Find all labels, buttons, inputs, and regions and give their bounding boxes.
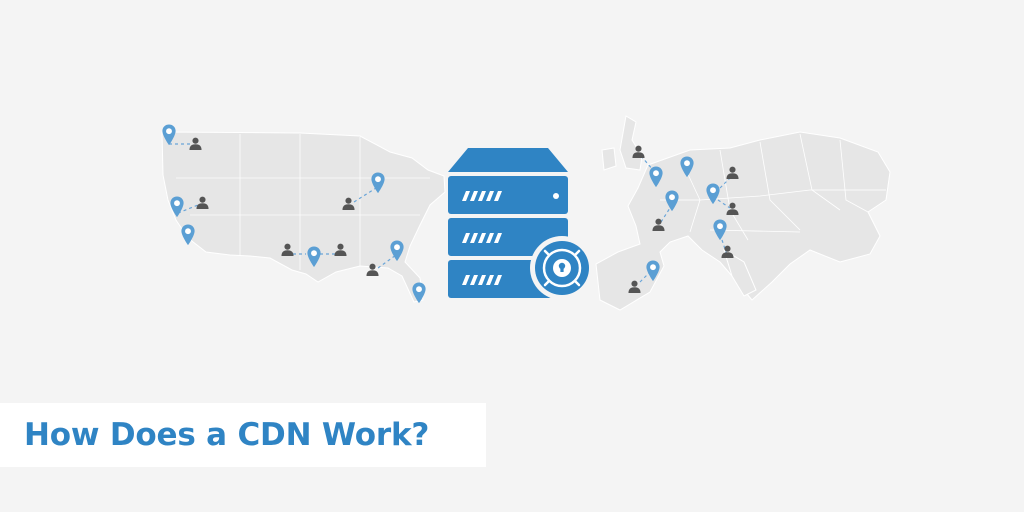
usa-map xyxy=(161,131,446,303)
europe-map xyxy=(595,115,891,311)
title-banner: How Does a CDN Work? xyxy=(0,403,486,467)
lock-badge-icon xyxy=(530,236,594,300)
page-title: How Does a CDN Work? xyxy=(24,417,430,453)
